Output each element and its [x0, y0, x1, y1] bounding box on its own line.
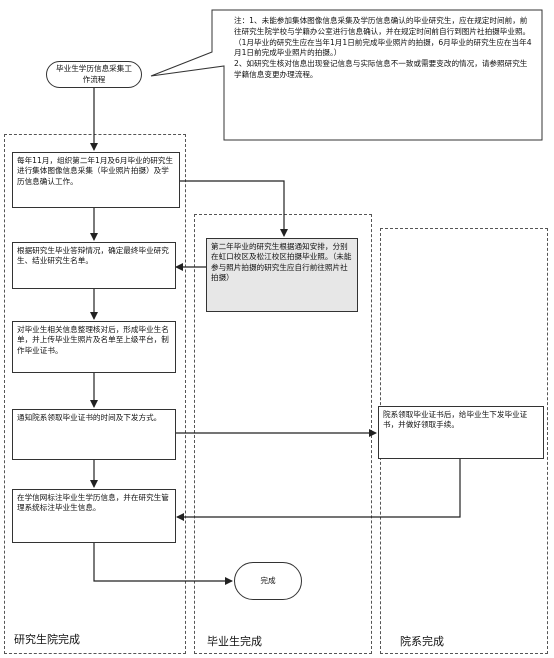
end-terminal-label: 完成	[260, 575, 276, 585]
step-notify-text: 通知院系领取毕业证书的时间及下发方式。	[17, 413, 162, 422]
step-upload-text: 对毕业生相关信息整理核对后，形成毕业生名单，并上传毕业生照片及名单至上级平台，制…	[17, 325, 169, 355]
step-collect-info-text: 每年11月，组织第二年1月及6月毕业的研究生进行集体图像信息采集（毕业照片拍摄）…	[17, 156, 174, 186]
end-terminal: 完成	[234, 562, 302, 600]
note-callout: 注：1、未能参加集体图像信息采集及学历信息确认的毕业研究生，应在规定时间前，前往…	[224, 10, 542, 140]
note-item-1: 注：1、未能参加集体图像信息采集及学历信息确认的毕业研究生，应在规定时间前，前往…	[234, 16, 532, 58]
note-item-2: 2、如研究生核对信息出现登记信息与实际信息不一致或需要变改的情况，请参照研究生学…	[234, 59, 528, 79]
note-callout-shape	[150, 9, 543, 141]
arrow-dept-to-mark	[176, 459, 461, 521]
step-mark-info-text: 在学信网标注毕业生学历信息，并在研究生管理系统标注毕业生信息。	[17, 493, 169, 513]
step-confirm-list-text: 根据研究生毕业答辩情况，确定最终毕业研究生、结业研究生名单。	[17, 246, 169, 266]
lane-label-departments: 院系完成	[400, 635, 444, 648]
lane-graduate-school	[4, 134, 186, 654]
step-mark-info: 在学信网标注毕业生学历信息，并在研究生管理系统标注毕业生信息。	[12, 489, 176, 543]
start-terminal-label: 毕业生学历信息采集工作流程	[56, 64, 132, 84]
arrow-collect-to-photo	[180, 180, 288, 237]
step-dept-issue-text: 院系领取毕业证书后，给毕业生下发毕业证书，并做好领取手续。	[383, 410, 528, 430]
step-student-photo-text: 第二年毕业的研究生根据通知安排，分别在虹口校区及松江校区拍摄毕业照。（未能参与照…	[211, 242, 352, 283]
step-student-photo: 第二年毕业的研究生根据通知安排，分别在虹口校区及松江校区拍摄毕业照。（未能参与照…	[206, 238, 358, 312]
step-upload: 对毕业生相关信息整理核对后，形成毕业生名单，并上传毕业生照片及名单至上级平台，制…	[12, 321, 176, 373]
step-confirm-list: 根据研究生毕业答辩情况，确定最终毕业研究生、结业研究生名单。	[12, 242, 176, 289]
lane-label-graduates: 毕业生完成	[207, 635, 262, 648]
step-dept-issue: 院系领取毕业证书后，给毕业生下发毕业证书，并做好领取手续。	[378, 406, 544, 459]
arrow-mark-to-end	[93, 543, 233, 585]
start-terminal: 毕业生学历信息采集工作流程	[46, 61, 142, 88]
step-collect-info: 每年11月，组织第二年1月及6月毕业的研究生进行集体图像信息采集（毕业照片拍摄）…	[12, 152, 180, 208]
lane-label-graduate-school: 研究生院完成	[14, 633, 80, 646]
step-notify: 通知院系领取毕业证书的时间及下发方式。	[12, 409, 176, 460]
